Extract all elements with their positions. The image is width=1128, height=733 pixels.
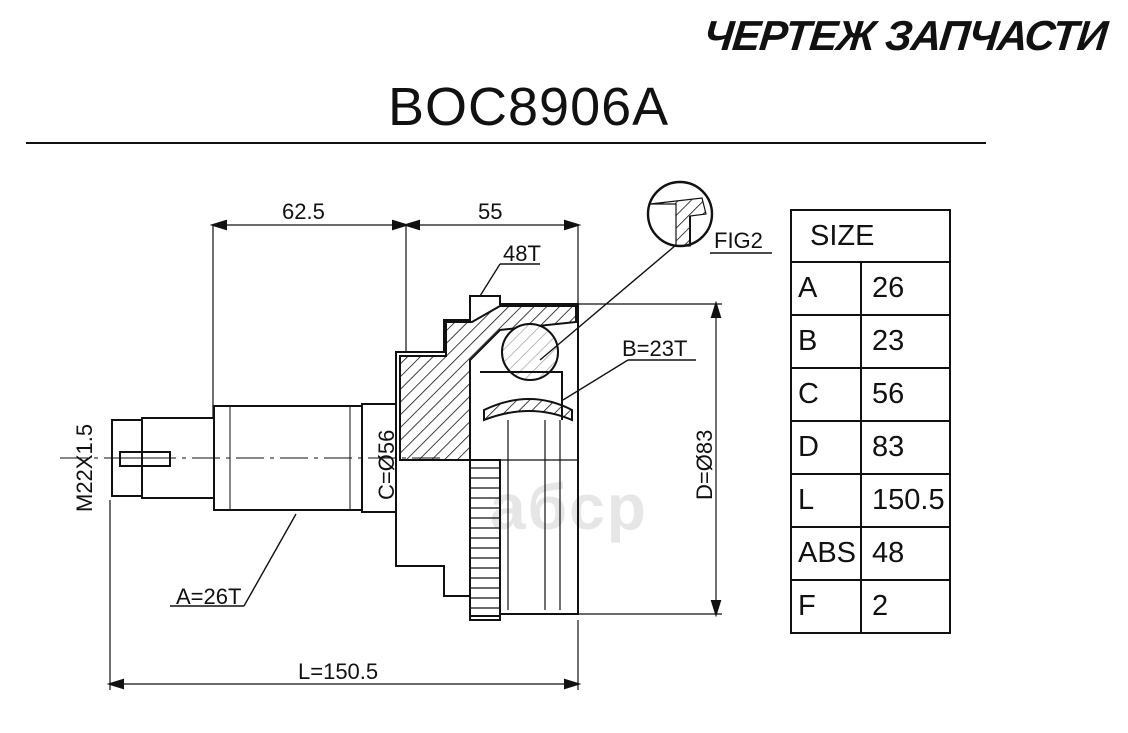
size-key: D <box>790 420 862 475</box>
a-spline-label: A=26T <box>176 584 241 609</box>
size-key: F <box>790 579 862 634</box>
dim-55-label: 55 <box>478 199 502 224</box>
size-value: 2 <box>860 579 951 634</box>
size-key: C <box>790 367 862 422</box>
table-row: D 83 <box>790 420 951 475</box>
size-value: 23 <box>860 314 951 369</box>
b-spline-label: B=23T <box>622 336 687 361</box>
thread-label: M22X1.5 <box>72 424 97 512</box>
size-table-header-row: SIZE <box>790 209 951 263</box>
table-row: B 23 <box>790 314 951 369</box>
fig2-label: FIG2 <box>714 228 763 253</box>
watermark-logo: aбcp <box>490 471 648 543</box>
size-key: L <box>790 473 862 528</box>
table-row: C 56 <box>790 367 951 422</box>
header-divider <box>26 142 986 144</box>
size-key: B <box>790 314 862 369</box>
part-number: BOC8906A <box>388 77 670 137</box>
teeth-48-label: 48T <box>503 241 541 266</box>
table-row: L 150.5 <box>790 473 951 528</box>
size-value: 48 <box>860 526 951 581</box>
table-row: A 26 <box>790 261 951 316</box>
size-key: ABS <box>790 526 862 581</box>
size-table-header: SIZE <box>790 209 951 263</box>
size-value: 26 <box>860 261 951 316</box>
dim-62-5-label: 62.5 <box>282 199 325 224</box>
size-table: SIZE A 26 B 23 C 56 D 83 L 150.5 ABS 48 … <box>790 209 951 634</box>
table-row: F 2 <box>790 579 951 634</box>
d-diameter-label: D=Ø83 <box>692 430 717 500</box>
size-value: 56 <box>860 367 951 422</box>
size-key: A <box>790 261 862 316</box>
c-diameter-label: C=Ø56 <box>374 430 399 500</box>
length-label: L=150.5 <box>298 659 378 684</box>
table-row: ABS 48 <box>790 526 951 581</box>
size-value: 83 <box>860 420 951 475</box>
size-value: 150.5 <box>860 473 951 528</box>
